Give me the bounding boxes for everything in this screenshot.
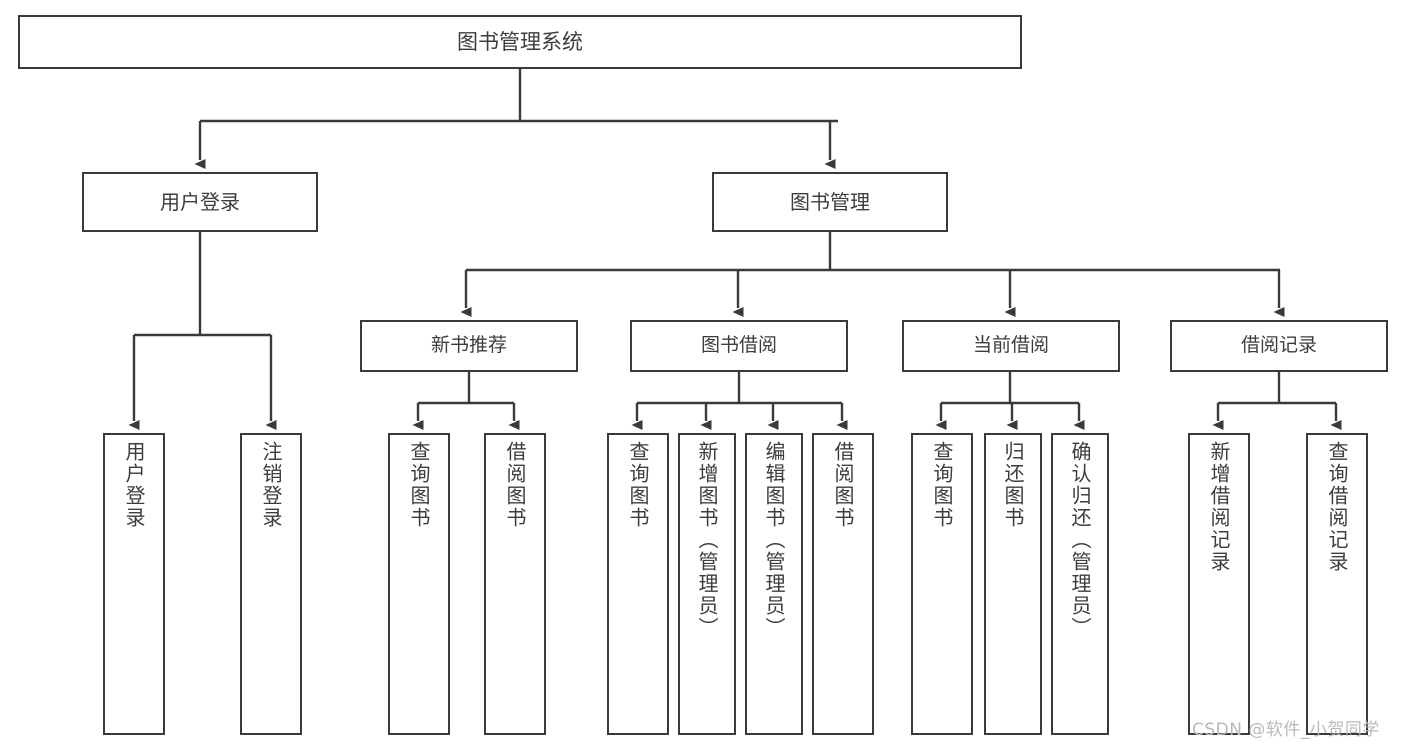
leaf-label: 新增借阅记录 bbox=[1207, 441, 1231, 573]
leaf-label: 归还图书 bbox=[1001, 441, 1025, 529]
leaf-node[interactable]: 查询借阅记录 bbox=[1306, 433, 1368, 735]
leaf-node[interactable]: 注销登录 bbox=[240, 433, 302, 735]
node-borrow-records[interactable]: 借阅记录 bbox=[1170, 320, 1388, 372]
leaf-node[interactable]: 归还图书 bbox=[984, 433, 1042, 735]
node-new-book-recommend[interactable]: 新书推荐 bbox=[360, 320, 578, 372]
node-root-system[interactable]: 图书管理系统 bbox=[18, 15, 1022, 69]
leaf-node[interactable]: 借阅图书 bbox=[484, 433, 546, 735]
leaf-node[interactable]: 新增借阅记录 bbox=[1188, 433, 1250, 735]
leaf-label: 借阅图书 bbox=[831, 441, 855, 529]
leaf-node[interactable]: 新增图书（管理员） bbox=[678, 433, 736, 735]
leaf-node[interactable]: 查询图书 bbox=[911, 433, 973, 735]
leaf-label: 借阅图书 bbox=[503, 441, 527, 529]
leaf-label: 查询图书 bbox=[626, 441, 650, 529]
leaf-label: 查询图书 bbox=[407, 441, 431, 529]
leaf-node[interactable]: 借阅图书 bbox=[812, 433, 874, 735]
node-book-management[interactable]: 图书管理 bbox=[712, 172, 948, 232]
leaf-label: 注销登录 bbox=[259, 441, 283, 529]
leaf-label: 编辑图书（管理员） bbox=[762, 441, 786, 639]
node-book-borrow[interactable]: 图书借阅 bbox=[630, 320, 848, 372]
node-user-login[interactable]: 用户登录 bbox=[82, 172, 318, 232]
leaf-label: 新增图书（管理员） bbox=[695, 441, 719, 639]
leaf-node[interactable]: 编辑图书（管理员） bbox=[745, 433, 803, 735]
csdn-watermark: CSDN @软件_小贺同学 bbox=[1192, 720, 1380, 740]
leaf-label: 用户登录 bbox=[122, 441, 146, 529]
leaf-node[interactable]: 用户登录 bbox=[103, 433, 165, 735]
leaf-node[interactable]: 确认归还（管理员） bbox=[1051, 433, 1109, 735]
leaf-label: 查询图书 bbox=[930, 441, 954, 529]
leaf-node[interactable]: 查询图书 bbox=[388, 433, 450, 735]
leaf-label: 查询借阅记录 bbox=[1325, 441, 1349, 573]
node-current-borrow[interactable]: 当前借阅 bbox=[902, 320, 1120, 372]
leaf-node[interactable]: 查询图书 bbox=[607, 433, 669, 735]
leaf-label: 确认归还（管理员） bbox=[1068, 441, 1092, 639]
